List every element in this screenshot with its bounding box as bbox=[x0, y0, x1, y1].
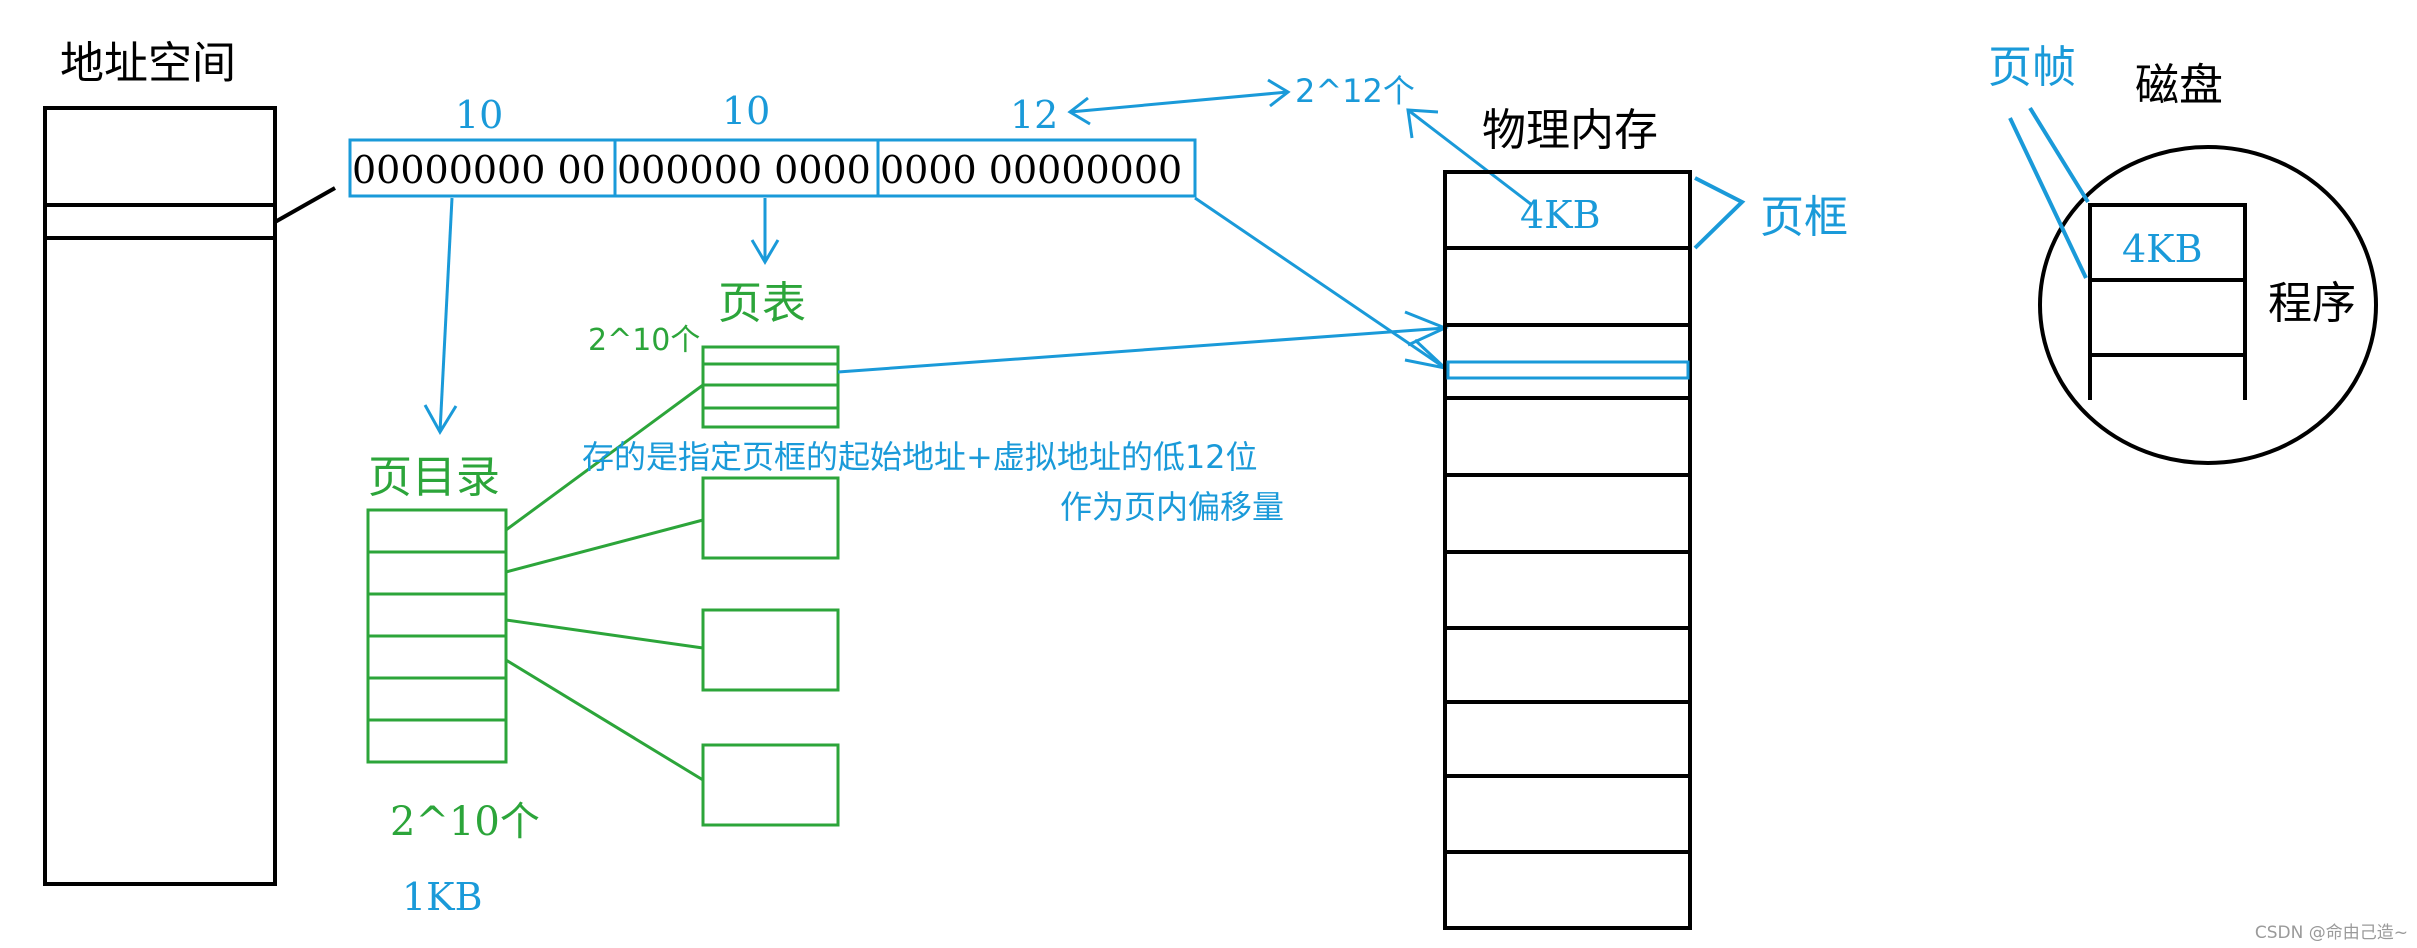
address-space-pointer bbox=[274, 186, 336, 224]
arrow-dir-to-directory-head bbox=[423, 404, 458, 435]
disk-title: 磁盘 bbox=[2135, 60, 2223, 111]
page-directory-size: 1KB bbox=[402, 875, 483, 919]
note-line-1: 存的是指定页框的起始地址+虚拟地址的低12位 bbox=[582, 438, 1258, 476]
link-dir-to-table-4 bbox=[505, 658, 704, 782]
address-space-title: 地址空间 bbox=[60, 38, 236, 89]
arrow-pagetable-to-frame bbox=[837, 326, 1446, 374]
pow-offset-label: 2^12个 bbox=[1295, 72, 1415, 110]
memory-frame-size: 4KB bbox=[1520, 193, 1601, 237]
address-bits-seg2: 000000 0000 bbox=[617, 148, 871, 192]
offset-range-arrow-head-right bbox=[1267, 78, 1291, 108]
bits-dir-label: 10 bbox=[455, 93, 503, 137]
page-label-pointer-1 bbox=[2028, 106, 2090, 204]
page-label-pointer-2 bbox=[2008, 117, 2088, 279]
page-table-4 bbox=[701, 743, 840, 827]
watermark: CSDN @命由己造~ bbox=[2255, 923, 2408, 943]
link-dir-to-table-1 bbox=[505, 383, 704, 532]
page-table-2 bbox=[701, 476, 840, 560]
link-dir-to-table-2 bbox=[505, 518, 704, 574]
page-table-main bbox=[701, 345, 840, 429]
page-frame-label: 页框 bbox=[1760, 192, 1848, 243]
bits-offset-label: 12 bbox=[1010, 93, 1058, 137]
physical-memory-arrow bbox=[1407, 108, 1533, 207]
page-directory-count: 2^10个 bbox=[390, 799, 540, 845]
page-directory-title: 页目录 bbox=[368, 452, 500, 503]
memory-target-entry bbox=[1446, 360, 1690, 380]
offset-range-arrow bbox=[1069, 90, 1289, 114]
address-bits-seg3: 0000 00000000 bbox=[880, 148, 1182, 192]
page-table-title: 页表 bbox=[718, 278, 806, 329]
page-label: 页帧 bbox=[1988, 42, 2076, 93]
note-line-2: 作为页内偏移量 bbox=[1060, 488, 1284, 526]
address-space-box bbox=[43, 106, 277, 886]
offset-range-arrow-head-left bbox=[1067, 96, 1091, 126]
page-frame-brace bbox=[1693, 176, 1746, 250]
address-field-offset bbox=[876, 138, 1197, 198]
physical-memory-arrow-head bbox=[1406, 108, 1439, 139]
arrow-dir-to-directory bbox=[438, 197, 454, 433]
link-dir-to-table-3 bbox=[505, 618, 704, 650]
page-table-3 bbox=[701, 608, 840, 692]
arrow-table-to-pagetable-head bbox=[750, 239, 780, 265]
bits-table-label: 10 bbox=[722, 89, 770, 133]
arrow-offset-to-memory bbox=[1194, 196, 1446, 370]
physical-memory-title: 物理内存 bbox=[1482, 105, 1658, 156]
address-bits-seg1: 00000000 00 bbox=[352, 148, 606, 192]
disk-ellipse bbox=[2038, 145, 2378, 465]
disk-program-label: 程序 bbox=[2268, 278, 2356, 329]
page-table-count: 2^10个 bbox=[588, 323, 700, 358]
disk-page-size: 4KB bbox=[2122, 227, 2203, 271]
